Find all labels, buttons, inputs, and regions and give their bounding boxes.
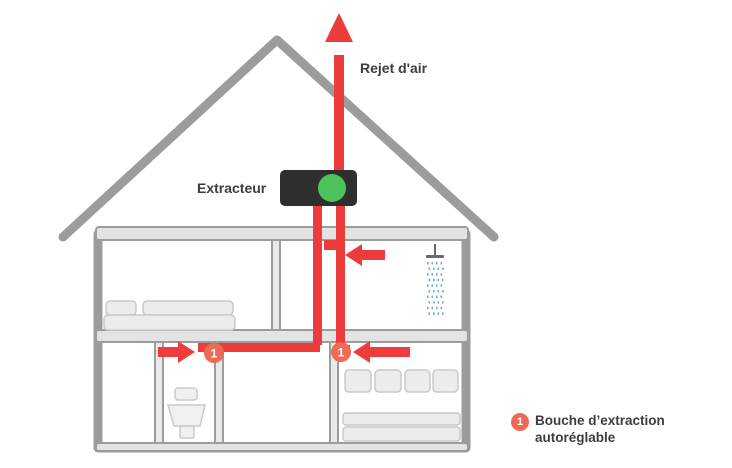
shower-drop — [428, 301, 431, 304]
shower-drop — [442, 312, 444, 315]
shower-drop — [427, 306, 429, 310]
shower-drop — [437, 290, 440, 293]
shower-drop — [436, 262, 438, 265]
shower-drop — [433, 267, 435, 270]
shower-drop — [428, 290, 431, 293]
shower-drop — [427, 284, 429, 287]
shower-drop — [431, 295, 434, 298]
legend: 1 Bouche d’extraction autoréglable — [511, 412, 665, 446]
exhaust-label: Rejet d'air — [360, 60, 428, 76]
vent-badge-kitchen: 1 — [331, 342, 351, 362]
shower-drop — [433, 278, 435, 282]
legend-line-1: Bouche d’extraction — [535, 413, 665, 428]
extractor-label: Extracteur — [197, 180, 267, 196]
airflow-arrows — [158, 13, 410, 363]
exhaust-duct — [334, 55, 344, 177]
middle-floor — [95, 329, 469, 343]
toilet-icon — [167, 387, 206, 439]
vent-badge-toilet-number: 1 — [211, 347, 218, 361]
kitchen-arrow — [353, 341, 410, 363]
shower-icon — [426, 244, 444, 315]
shower-drop — [440, 262, 443, 265]
shower-drop — [436, 284, 438, 287]
shower-drop — [433, 301, 435, 304]
shower-drop — [440, 295, 443, 298]
ground-line — [95, 442, 469, 452]
upper-partition — [271, 239, 281, 331]
lower-partition-left — [154, 341, 164, 444]
attic-duct-stub — [324, 240, 340, 250]
shower-drop — [436, 273, 438, 276]
lower-partition-mid — [214, 341, 224, 444]
shower-drop — [431, 262, 434, 265]
legend-badge: 1 — [511, 413, 529, 431]
shower-drop — [442, 278, 444, 282]
shower-drop — [437, 312, 440, 315]
shower-drop — [436, 295, 438, 298]
shower-drop — [440, 284, 443, 287]
shower-drop — [440, 306, 443, 310]
shower-drop — [427, 262, 429, 265]
lower-partition-right — [329, 341, 339, 444]
main-duct-left — [313, 200, 322, 345]
legend-text: Bouche d’extraction autoréglable — [535, 412, 665, 446]
extractor-unit — [280, 170, 357, 206]
shower-drop — [442, 301, 444, 304]
shower-drop — [431, 273, 434, 276]
vent-badge-kitchen-number: 1 — [338, 346, 345, 360]
main-duct-right — [336, 200, 345, 350]
roof-outline — [58, 35, 499, 242]
shower-drop — [433, 312, 435, 315]
shower-drop — [442, 267, 444, 270]
exhaust-arrow-head — [325, 13, 353, 42]
vent-badges: 1 1 — [204, 342, 351, 363]
vent-badge-toilet: 1 — [204, 343, 224, 363]
shower-drop — [437, 301, 440, 304]
toilet-arrow — [158, 341, 195, 363]
lower-horizontal-duct — [198, 343, 320, 352]
floors — [95, 226, 469, 452]
legend-line-2: autoréglable — [535, 430, 616, 445]
interior-walls — [154, 239, 339, 444]
shower-drop — [427, 273, 429, 276]
shower-drop — [431, 306, 434, 310]
bed-icon — [103, 300, 236, 331]
shower-drop — [431, 284, 434, 287]
kitchen-cabinets-icon — [342, 369, 461, 442]
extractor-fan-icon — [318, 174, 346, 202]
shower-drop — [433, 290, 435, 293]
shower-drop — [428, 278, 431, 282]
attic-floor — [95, 226, 469, 241]
shower-drop — [428, 267, 431, 270]
bathroom-arrow — [345, 244, 385, 266]
shower-drop — [437, 267, 440, 270]
shower-drop — [436, 306, 438, 310]
shower-drop — [440, 273, 443, 276]
shower-drop — [442, 290, 444, 293]
shower-drop — [428, 312, 431, 315]
shower-drop — [437, 278, 440, 282]
shower-drop — [427, 295, 429, 298]
